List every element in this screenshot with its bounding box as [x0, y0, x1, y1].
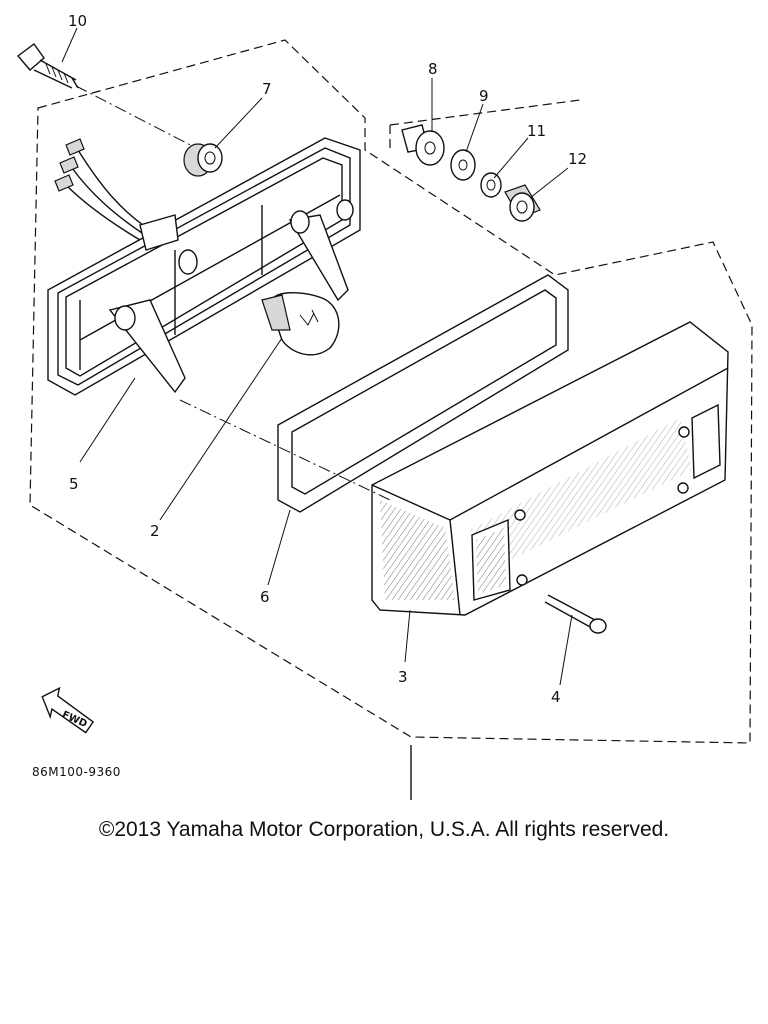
- hardware-boundary: [389, 99, 581, 150]
- parts-diagram: 10 7 8 9 11 12 5 2 6 3 4 FWD 86M100-9360: [16, 12, 753, 800]
- assembly-boundary: [29, 39, 753, 744]
- screw-part-4: [544, 594, 607, 634]
- part-label-8: 8: [428, 60, 438, 78]
- part-label-3: 3: [398, 668, 408, 686]
- collar-part-8: [401, 124, 445, 166]
- grommet-7-leader: [214, 97, 263, 149]
- grommet-part-7: [183, 143, 223, 177]
- copyright-notice: ©2013 Yamaha Motor Corporation, U.S.A. A…: [98, 818, 670, 841]
- part-label-7: 7: [262, 80, 272, 98]
- part-label-12: 12: [568, 150, 587, 168]
- part-label-5: 5: [69, 475, 79, 493]
- gasket-part-6: [277, 274, 569, 513]
- nut-12-leader: [529, 167, 569, 199]
- part-label-9: 9: [479, 87, 489, 105]
- gasket-6-leader: [267, 509, 291, 586]
- forward-arrow-icon: [41, 686, 95, 734]
- lens-center-line: [179, 399, 391, 501]
- bolt-10-center-line: [75, 85, 201, 151]
- washer-9-leader: [465, 103, 484, 153]
- bulb-part-2: [261, 291, 340, 356]
- part-label-2: 2: [150, 522, 160, 540]
- housing-5-leader: [79, 377, 136, 463]
- part-label-10: 10: [68, 12, 87, 30]
- part-label-4: 4: [551, 688, 561, 706]
- part-label-11: 11: [527, 122, 546, 140]
- part-label-6: 6: [260, 588, 270, 606]
- lamp-housing-part-5: [47, 137, 361, 396]
- lens-3-leader: [404, 609, 411, 663]
- lens-part-3: [371, 321, 729, 616]
- bolt-part-10: [16, 43, 79, 89]
- lock-washer-11-leader: [493, 137, 529, 179]
- screw-4-leader: [559, 614, 573, 686]
- washer-part-9: [450, 149, 476, 181]
- nut-part-12: [504, 184, 541, 222]
- bolt-10-leader: [61, 27, 78, 63]
- lock-washer-part-11: [480, 172, 502, 198]
- bulb-2-leader: [159, 337, 283, 521]
- drawing-code: 86M100-9360: [32, 765, 121, 779]
